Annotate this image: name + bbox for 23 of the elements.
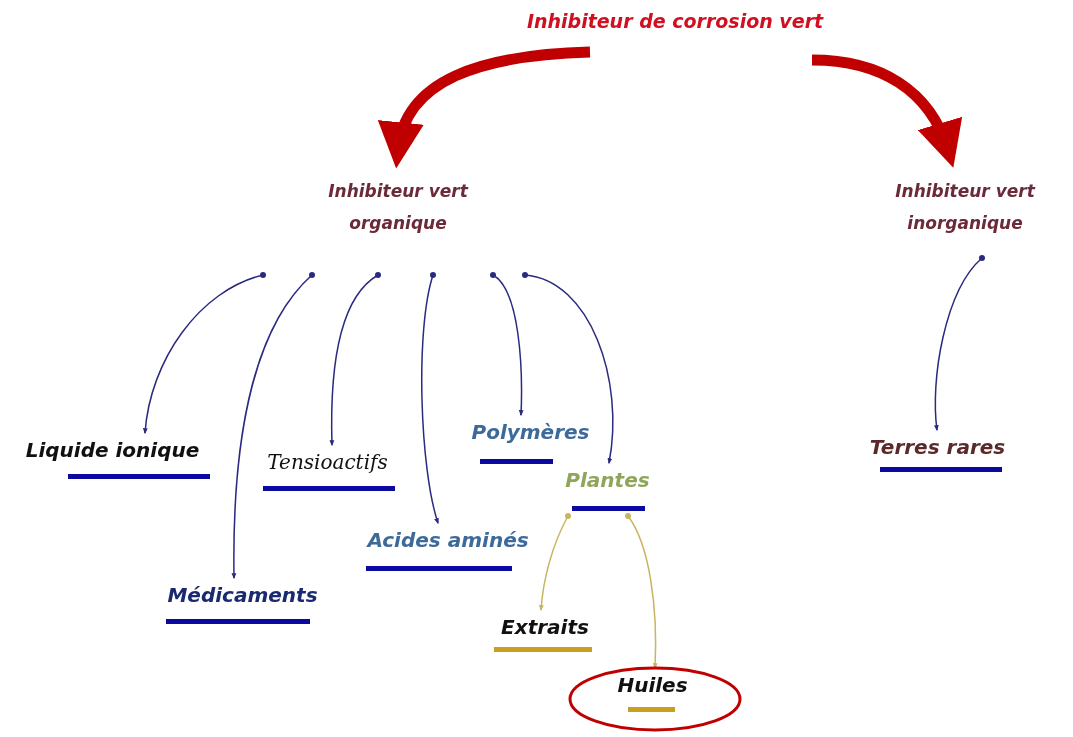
category-label: Plantes [564, 468, 651, 492]
category-label: Terres rares [868, 435, 1007, 459]
category-label: Médicaments [166, 583, 319, 607]
connector-arrow [539, 513, 571, 612]
connector-arrow [625, 513, 658, 670]
connector-arrow [522, 272, 614, 465]
category-label: Inhibiteur vert inorganique [894, 180, 1037, 235]
connector-arrow [329, 272, 381, 447]
connector-arrow [143, 272, 266, 435]
curved-arrow [380, 46, 591, 169]
category-label: Polymères [470, 420, 591, 444]
curved-arrow [811, 54, 961, 168]
category-label: Huiles [616, 673, 689, 697]
connector-arrow [421, 272, 439, 525]
category-label: Liquide ionique [24, 438, 201, 462]
title: Inhibiteur de corrosion vert [525, 10, 825, 32]
category-label: Tensioactifs [266, 450, 389, 474]
connector-arrow [934, 255, 985, 432]
connector-arrow [490, 272, 524, 417]
category-label: Extraits [500, 615, 590, 639]
category-label: Inhibiteur vert organique [327, 180, 470, 235]
connector-arrow [231, 272, 315, 580]
category-label: Acides aminés [365, 528, 530, 552]
